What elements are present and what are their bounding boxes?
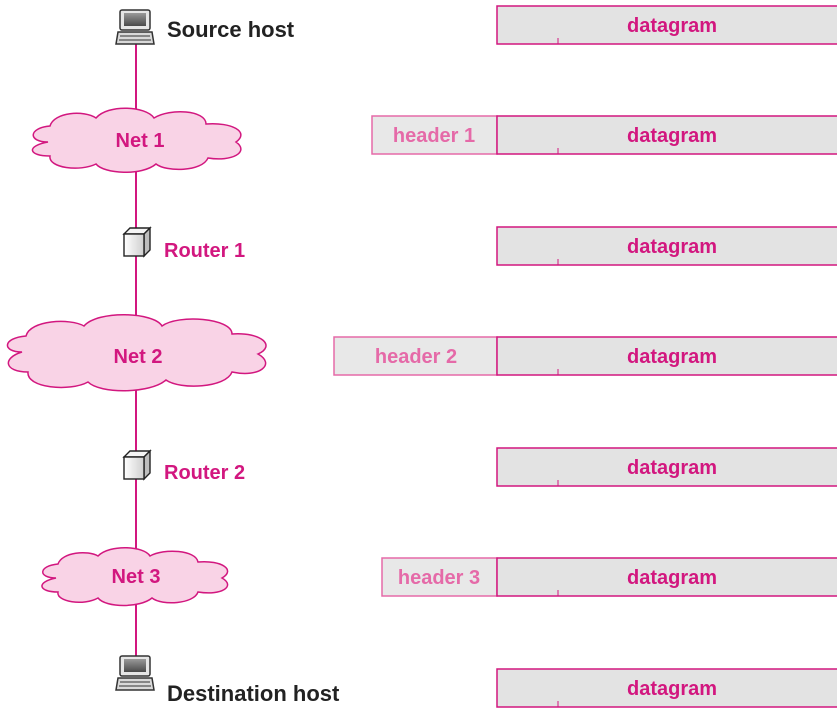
datagram-label: datagram <box>627 346 717 368</box>
header-box <box>371 115 498 155</box>
cloud-icon <box>6 314 267 392</box>
net3-label: Net 3 <box>112 566 161 588</box>
packet-row: datagram <box>496 668 837 708</box>
datagram-box <box>496 5 837 45</box>
router1: Router 1 <box>122 226 245 262</box>
router1-label: Router 1 <box>164 240 245 262</box>
datagram-box <box>496 447 837 487</box>
datagram-label: datagram <box>627 125 717 147</box>
net1: Net 1 <box>31 107 242 173</box>
header-label: header 3 <box>398 567 480 589</box>
cloud-icon <box>41 547 229 607</box>
source-host: Source host <box>115 9 295 45</box>
destination-host: Destination host <box>115 655 340 706</box>
destination-host-label: Destination host <box>167 681 340 706</box>
header-box <box>333 336 498 376</box>
packet-row: header 1 datagram <box>371 115 837 155</box>
net2: Net 2 <box>6 314 267 392</box>
datagram-label: datagram <box>627 236 717 258</box>
router2: Router 2 <box>122 449 245 484</box>
datagram-box <box>496 668 837 708</box>
datagram-box <box>496 336 837 376</box>
router2-label: Router 2 <box>164 462 245 484</box>
datagram-box <box>496 226 837 266</box>
datagram-box <box>496 115 837 155</box>
packet-row: header 3 datagram <box>381 557 837 597</box>
packet-row: datagram <box>496 226 837 266</box>
packet-row: datagram <box>496 447 837 487</box>
computer-icon <box>115 9 155 45</box>
router-cube-icon <box>122 226 152 258</box>
packet-row: header 2 datagram <box>333 336 837 376</box>
computer-icon <box>115 655 155 691</box>
datagram-label: datagram <box>627 15 717 37</box>
packet-row: datagram <box>496 5 837 45</box>
cloud-icon <box>31 107 242 173</box>
datagram-label: datagram <box>627 678 717 700</box>
datagram-box <box>496 557 837 597</box>
net3: Net 3 <box>41 547 229 607</box>
datagram-label: datagram <box>627 567 717 589</box>
router-cube-icon <box>122 449 152 481</box>
source-host-label: Source host <box>167 17 295 42</box>
net1-label: Net 1 <box>116 130 165 152</box>
header-label: header 2 <box>375 346 457 368</box>
net2-label: Net 2 <box>114 346 163 368</box>
header-label: header 1 <box>393 125 475 147</box>
datagram-label: datagram <box>627 457 717 479</box>
